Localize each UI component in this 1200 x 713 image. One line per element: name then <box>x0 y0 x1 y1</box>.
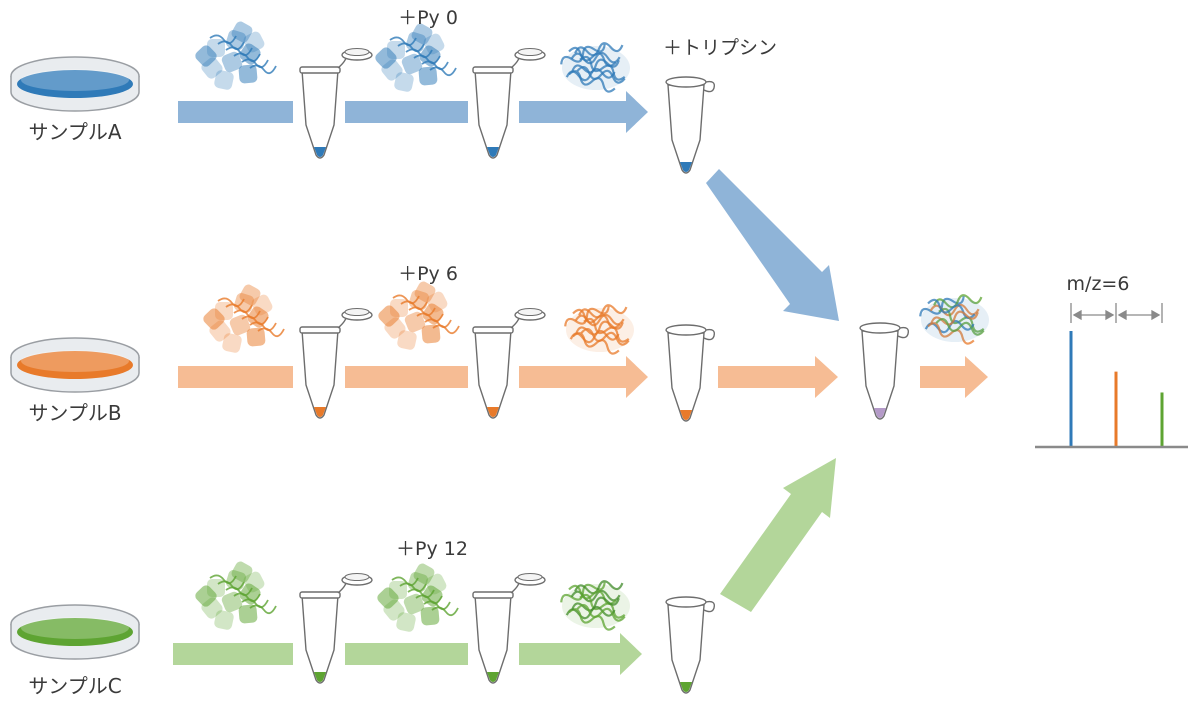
arrow-a-trypsin <box>519 91 648 133</box>
tube-c-2 <box>472 573 546 684</box>
bar-c-1 <box>173 643 293 665</box>
arrow-mix-to-ms <box>920 356 988 398</box>
tube-b-2 <box>472 308 546 419</box>
protein-blob-c-2 <box>377 563 459 632</box>
protein-blob-b-1 <box>203 284 285 353</box>
protein-blob-b-2 <box>378 281 460 350</box>
row-sample-c: サンプルC ＋Py 12 <box>10 458 836 698</box>
petri-dish-c <box>10 604 140 660</box>
tube-b-1 <box>299 308 373 419</box>
arrow-a-to-mix <box>706 169 839 321</box>
petri-dish-b <box>10 337 140 393</box>
mixed-tube <box>859 322 910 420</box>
arrow-c-to-mix <box>720 458 836 612</box>
bar-a-2 <box>345 101 468 123</box>
sample-a-label: サンプルA <box>28 120 121 144</box>
trypsin-label: ＋トリプシン <box>663 37 777 59</box>
tube-b-3 <box>665 324 716 422</box>
mixed-peptides <box>919 294 989 345</box>
tube-c-3 <box>665 596 716 694</box>
mz-spacing-markers <box>1070 303 1163 323</box>
reagent-label-b: ＋Py 6 <box>398 263 458 285</box>
protein-blob-a-1 <box>195 21 277 90</box>
mz-label: m/z=6 <box>1067 273 1130 295</box>
arrow-b-trypsin <box>519 356 648 398</box>
unfolded-protein-a <box>560 42 630 93</box>
mass-spectrum: m/z=6 <box>1035 273 1188 449</box>
tube-a-1 <box>299 48 373 159</box>
tube-a-2 <box>472 48 546 159</box>
tube-c-1 <box>299 573 373 684</box>
unfolded-protein-b <box>564 304 634 355</box>
petri-dish-a <box>10 56 140 112</box>
sample-b-label: サンプルB <box>28 401 121 425</box>
reagent-label-c: ＋Py 12 <box>396 538 468 560</box>
arrow-b-to-mix <box>718 356 838 398</box>
bar-b-1 <box>178 366 293 388</box>
spectrum-peaks <box>1069 331 1164 447</box>
row-sample-a: サンプルA ＋Py 0 ＋トリプシン <box>10 7 839 321</box>
row-sample-b: サンプルB ＋Py 6 <box>10 263 838 425</box>
reagent-label-a: ＋Py 0 <box>398 7 458 29</box>
sample-c-label: サンプルC <box>28 674 121 698</box>
arrow-c-trypsin <box>519 633 642 675</box>
bar-a-1 <box>178 101 293 123</box>
bar-c-2 <box>345 643 468 665</box>
bar-b-2 <box>345 366 468 388</box>
protein-blob-a-2 <box>375 23 457 92</box>
tube-a-3 <box>665 76 716 174</box>
protein-blob-c-1 <box>195 561 277 630</box>
unfolded-protein-c <box>560 580 630 631</box>
